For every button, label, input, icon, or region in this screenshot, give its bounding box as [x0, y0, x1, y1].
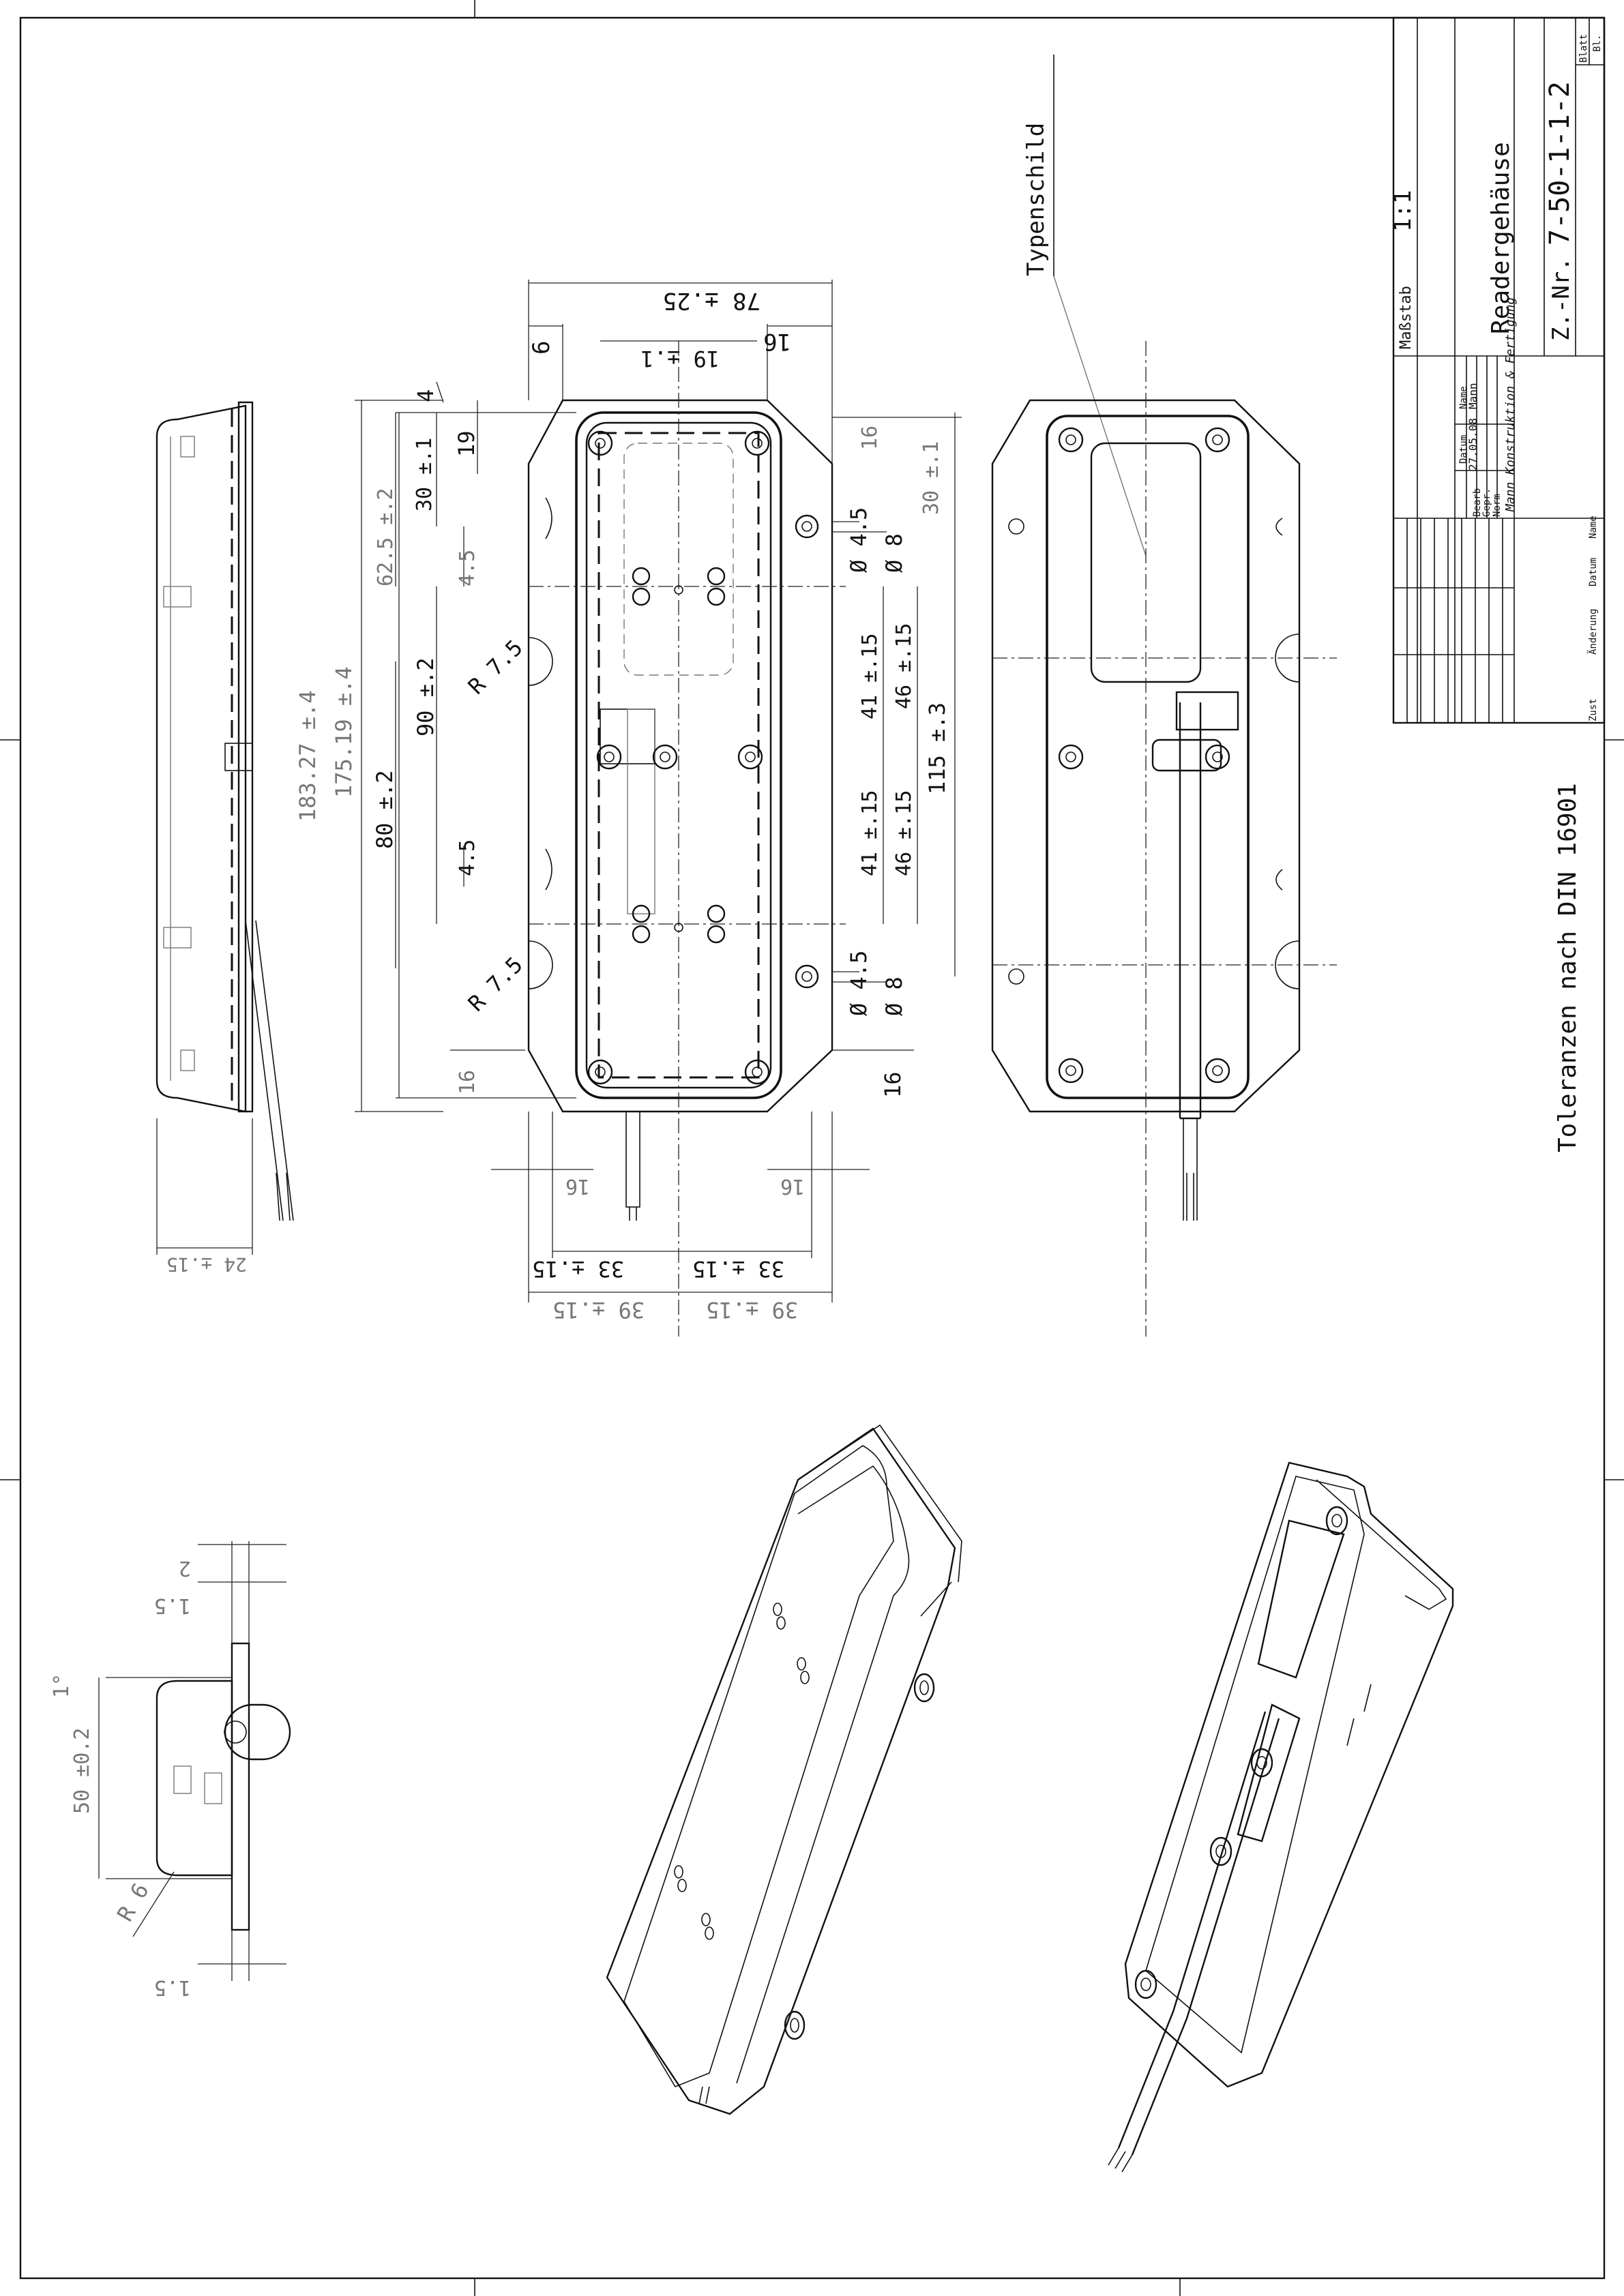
end-dim-1-5-top: 1.5 — [154, 1594, 191, 1617]
dim-175: 175.19 ±.4 — [331, 666, 357, 798]
dim-46b: 46 ±.15 — [892, 790, 916, 876]
dim-19: 19 — [454, 430, 479, 457]
dim-16-left: 16 — [456, 1070, 479, 1094]
dim-39b: 39 ±.15 — [706, 1297, 798, 1323]
dim-4-5a: 4.5 — [456, 550, 479, 586]
end-dim-1-degree: 1° — [50, 1673, 74, 1698]
dim-90: 90 ±.2 — [413, 657, 439, 736]
dim-r7-5b: R 7.5 — [463, 952, 528, 1017]
bearb-date: 27.05.08 — [1466, 418, 1479, 471]
isometric-view-back — [1108, 1461, 1454, 2173]
dim-r7-5a: R 7.5 — [463, 635, 528, 700]
scale-label: Maßstab — [1398, 286, 1415, 349]
dim-16-bottom-a: 16 — [565, 1174, 590, 1198]
dim-6: 6 — [528, 341, 555, 355]
main-view — [527, 341, 846, 1337]
dim-41a: 41 ±.15 — [858, 633, 882, 719]
drawing-number-label: Z.-Nr. — [1548, 257, 1575, 341]
dim-80: 80 ±.2 — [372, 770, 398, 849]
row-norm: Norm — [1492, 494, 1503, 517]
isometric-view-front — [606, 1424, 962, 2115]
revision-datum: Datum — [1588, 558, 1599, 586]
dim-30a: 30 ±.1 — [413, 438, 437, 511]
dim-16-top: 16 — [763, 328, 791, 355]
dim-4: 4 — [413, 389, 439, 402]
dim-62: 62.5 ±.2 — [374, 488, 398, 587]
tolerance-note: Toleranzen nach DIN 16901 — [1554, 783, 1582, 1152]
dim-39a: 39 ±.15 — [552, 1297, 645, 1323]
revision-aenderung: Änderung — [1586, 609, 1599, 655]
dim-41b: 41 ±.15 — [858, 790, 882, 876]
dim-4-5b: 4.5 — [456, 839, 479, 876]
drawing-number: 7-50-1-1-2 — [1544, 81, 1576, 245]
dim-dia-8a: Ø 8 — [881, 533, 907, 573]
dim-dia-4-5b: Ø 4.5 — [846, 951, 872, 1016]
end-view: 50 ±0.2 1° R 6 2 1.5 1.5 — [50, 1541, 291, 1999]
dim-78: 78 ±.25 — [663, 287, 761, 314]
dim-16-right-top: 16 — [858, 426, 882, 450]
end-dim-50: 50 ±0.2 — [70, 1728, 94, 1814]
dim-46a: 46 ±.15 — [892, 623, 916, 709]
end-dim-2: 2 — [179, 1556, 191, 1580]
title-block: Maßstab 1:1 Readergehäuse Z.-Nr. 7-50-1-… — [1389, 16, 1606, 724]
dim-183: 183.27 ±.4 — [295, 690, 321, 822]
dim-16-right-bottom: 16 — [880, 1071, 906, 1098]
end-dim-1-5-bottom: 1.5 — [154, 1976, 191, 1999]
row-bearb: Bearb — [1472, 488, 1483, 517]
dim-24: 24 ±.15 — [166, 1253, 247, 1276]
dim-16-bottom-b: 16 — [780, 1174, 805, 1198]
sheet-label: Blatt — [1578, 34, 1589, 63]
revision-zust: Zust — [1588, 698, 1599, 721]
dim-115: 115 ±.3 — [924, 702, 950, 794]
title-text: Readergehäuse — [1487, 142, 1515, 334]
dim-19-width: 19 ±.1 — [640, 346, 720, 372]
column-name: Name — [1458, 386, 1469, 409]
row-gepr: Gepr. — [1481, 488, 1492, 517]
dim-33a: 33 ±.15 — [532, 1256, 624, 1282]
scale-value: 1:1 — [1389, 190, 1417, 232]
sheet-short-label: Bl. — [1592, 35, 1603, 52]
main-view-dimensions: 78 ±.25 19 ±.1 6 16 183.27 ±.4 175.19 ±.… — [295, 280, 962, 1323]
column-datum: Datum — [1458, 435, 1469, 464]
company-signature: Mann Konstruktion & Fertigung — [1503, 297, 1518, 512]
dim-dia-8b: Ø 8 — [881, 976, 907, 1016]
bearb-name: Mann — [1466, 383, 1479, 409]
revision-name: Name — [1588, 516, 1599, 539]
back-view — [991, 341, 1337, 1337]
side-view: 24 ±.15 — [156, 401, 294, 1276]
dim-30b: 30 ±.1 — [919, 441, 943, 515]
end-dim-r6: R 6 — [112, 1879, 154, 1926]
dim-33b: 33 ±.15 — [692, 1256, 784, 1282]
dim-dia-4-5a: Ø 4.5 — [846, 507, 872, 573]
typenschild-label: Typenschild — [1022, 123, 1050, 276]
